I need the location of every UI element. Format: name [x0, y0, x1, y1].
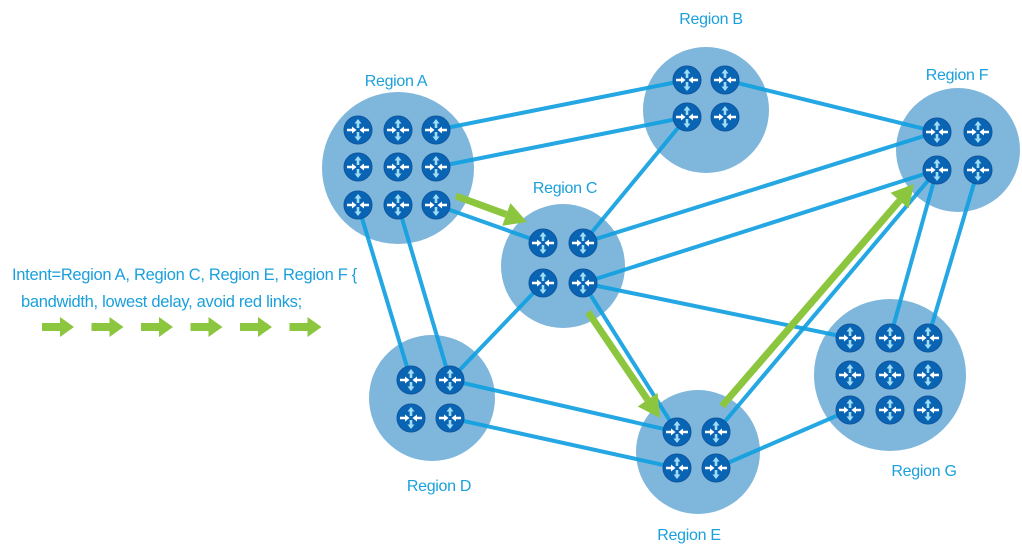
link-d-e[interactable] [448, 378, 679, 434]
router-icon[interactable] [396, 403, 426, 433]
router-icon[interactable] [568, 228, 598, 258]
link-d-e[interactable] [448, 416, 679, 470]
router-icon[interactable] [963, 155, 993, 185]
router-icon[interactable] [528, 228, 558, 258]
arrow-right-icon [240, 317, 272, 337]
region-b [643, 47, 769, 173]
router-icon[interactable] [672, 65, 702, 95]
region-f [896, 88, 1020, 212]
router-icon[interactable] [383, 190, 413, 220]
intent-path-arrow-c-e [585, 310, 660, 418]
region-label-c: Region C [533, 180, 597, 197]
router-icon[interactable] [662, 453, 692, 483]
router-icon[interactable] [435, 403, 465, 433]
router-icon[interactable] [835, 360, 865, 390]
router-icon[interactable] [835, 395, 865, 425]
router-icon[interactable] [568, 268, 598, 298]
link-c-e[interactable] [581, 281, 679, 434]
region-label-e: Region E [657, 527, 720, 544]
link-c-g[interactable] [581, 281, 852, 340]
router-icon[interactable] [421, 152, 451, 182]
link-e-f[interactable] [714, 168, 939, 434]
router-icon[interactable] [875, 360, 905, 390]
region-e [636, 390, 760, 514]
router-icon[interactable] [701, 453, 731, 483]
router-icon[interactable] [875, 323, 905, 353]
link-a-b[interactable] [434, 78, 689, 132]
intent-line-2: bandwidth, lowest delay, avoid red links… [21, 293, 302, 311]
region-label-a: Region A [365, 73, 428, 90]
intent-path-layer [454, 184, 914, 418]
arrow-right-icon [190, 317, 223, 337]
router-icon[interactable] [343, 190, 373, 220]
router-icon[interactable] [435, 365, 465, 395]
router-icon[interactable] [922, 117, 952, 147]
region-label-g: Region G [891, 463, 956, 480]
router-icon[interactable] [963, 117, 993, 147]
router-icon[interactable] [662, 417, 692, 447]
region-label-d: Region D [407, 478, 471, 495]
link-c-f[interactable] [581, 130, 939, 245]
intent-path-arrow-e-f [719, 184, 914, 409]
link-e-g[interactable] [714, 408, 852, 470]
region-label-f: Region F [926, 67, 989, 84]
links-layer [356, 78, 980, 470]
router-icon[interactable] [421, 115, 451, 145]
router-icon[interactable] [343, 152, 373, 182]
link-f-g[interactable] [926, 168, 980, 340]
intent-line-1: Intent=Region A, Region C, Region E, Reg… [12, 266, 358, 284]
link-a-d[interactable] [356, 203, 413, 382]
router-icon[interactable] [875, 395, 905, 425]
link-b-f[interactable] [723, 78, 939, 134]
link-b-c[interactable] [581, 115, 689, 245]
router-icon[interactable] [835, 323, 865, 353]
arrow-right-icon [91, 317, 124, 337]
region-label-b: Region B [679, 11, 742, 28]
router-icon[interactable] [383, 115, 413, 145]
intent-arrow-row [42, 317, 322, 337]
router-icon[interactable] [913, 360, 943, 390]
router-icon[interactable] [383, 152, 413, 182]
intent-path-arrow-a-c [454, 192, 527, 226]
router-icon[interactable] [701, 417, 731, 447]
link-a-b[interactable] [434, 115, 689, 169]
router-icon[interactable] [710, 102, 740, 132]
router-icon[interactable] [922, 155, 952, 185]
arrow-right-icon [141, 317, 173, 337]
arrow-right-icon [42, 317, 74, 337]
link-c-d[interactable] [448, 281, 545, 382]
router-icon[interactable] [710, 65, 740, 95]
router-icon[interactable] [421, 190, 451, 220]
link-c-f[interactable] [581, 168, 939, 285]
arrow-right-icon [289, 317, 322, 337]
link-f-g[interactable] [888, 168, 939, 340]
router-icon[interactable] [528, 268, 558, 298]
router-icon[interactable] [672, 102, 702, 132]
link-a-d[interactable] [396, 203, 452, 382]
router-icon[interactable] [913, 323, 943, 353]
router-icon[interactable] [396, 365, 426, 395]
router-icon[interactable] [343, 115, 373, 145]
link-a-c[interactable] [434, 203, 545, 245]
router-icon[interactable] [913, 395, 943, 425]
